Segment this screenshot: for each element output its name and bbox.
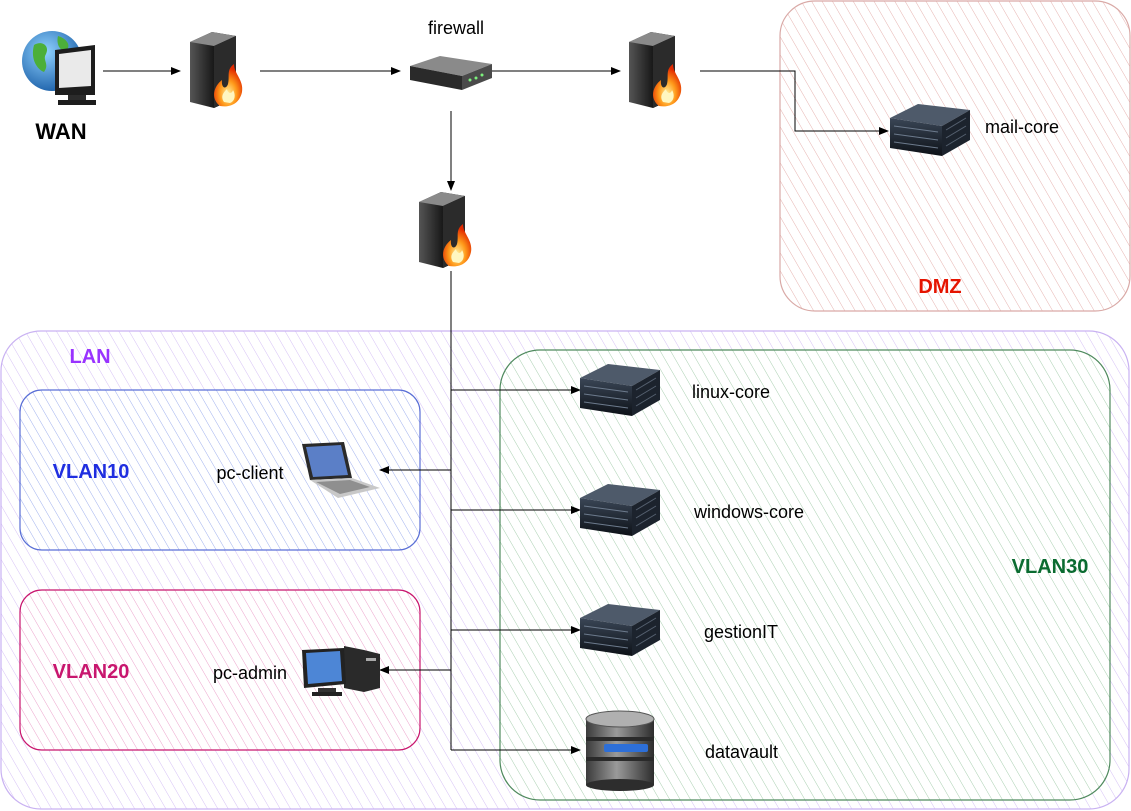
vlan10-label: VLAN10 [53, 461, 130, 483]
gestion-it-label: gestionIT [704, 622, 778, 642]
gestion-it-node[interactable]: gestionIT [579, 603, 778, 657]
datavault-node[interactable]: datavault [585, 710, 778, 791]
wan-label: WAN [35, 119, 86, 144]
connectors [103, 67, 889, 754]
pc-admin-label: pc-admin [213, 663, 287, 683]
lan-label: LAN [69, 346, 110, 368]
firewall-label: firewall [428, 18, 484, 38]
lan-firewall[interactable] [419, 192, 472, 268]
pc-admin-node[interactable]: pc-admin [213, 646, 380, 696]
linux-core-label: linux-core [692, 382, 770, 402]
edge-firewall[interactable] [190, 32, 243, 108]
dmz-label: DMZ [918, 276, 961, 298]
vlan10-zone: VLAN10 [19, 389, 421, 551]
vlan20-zone: VLAN20 [19, 589, 421, 751]
windows-core-label: windows-core [693, 502, 804, 522]
globe-monitor-icon [22, 31, 96, 105]
router-icon [410, 56, 492, 90]
mail-core-label: mail-core [985, 117, 1059, 137]
link-fw2-mailcore [700, 70, 889, 135]
dmz-zone: DMZ [779, 0, 1131, 312]
desktop-pc-icon [302, 646, 380, 696]
firewall-icon [629, 32, 682, 108]
pc-client-label: pc-client [216, 463, 283, 483]
linux-core-node[interactable]: linux-core [579, 363, 770, 417]
pc-client-node[interactable]: pc-client [216, 442, 380, 498]
vlan30-zone: VLAN30 [499, 349, 1111, 801]
windows-core-node[interactable]: windows-core [579, 483, 804, 537]
laptop-icon [302, 442, 380, 498]
firewall-router-node[interactable]: firewall [410, 18, 492, 90]
firewall-icon [419, 192, 472, 268]
mail-core-node[interactable]: mail-core [889, 103, 1059, 157]
vlan20-label: VLAN20 [53, 661, 130, 683]
dmz-firewall[interactable] [629, 32, 682, 108]
firewall-icon [190, 32, 243, 108]
database-icon [585, 710, 655, 791]
vlan30-label: VLAN30 [1012, 556, 1089, 578]
datavault-label: datavault [705, 742, 778, 762]
wan-node[interactable]: WAN [22, 31, 96, 144]
